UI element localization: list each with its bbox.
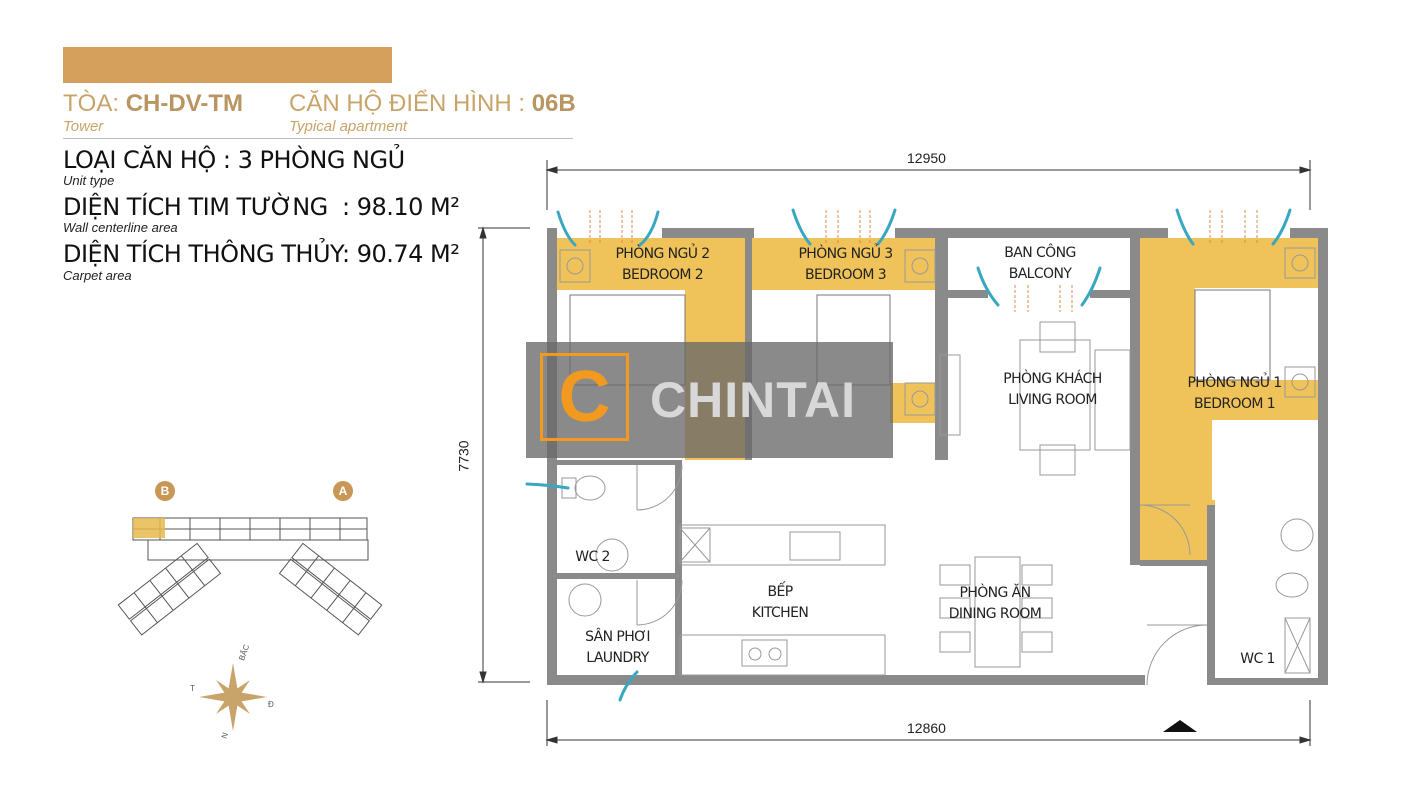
unit-type-en: Unit type	[63, 173, 115, 188]
apartment-en: Typical apartment	[289, 118, 408, 135]
room-wc-2: WC 2	[575, 549, 610, 565]
wall-area-en: Wall centerline area	[63, 220, 178, 235]
room-wc-1: WC 1	[1240, 651, 1275, 667]
compass-west: T	[190, 684, 195, 693]
carpet-area-value: : 90.74 M²	[342, 240, 460, 268]
compass-east: Đ	[268, 700, 274, 709]
wall-area-label: DIỆN TÍCH TIM TƯỜNG	[63, 193, 328, 221]
apartment-heading: CĂN HỘ ĐIỂN HÌNH : 06B	[289, 90, 576, 118]
watermark-text: CHINTAI	[650, 372, 857, 428]
tower-en: Tower	[63, 118, 104, 135]
watermark-logo-letter: C	[558, 357, 611, 437]
dimension-top: 12950	[907, 150, 946, 166]
marker-a: A	[333, 481, 353, 501]
watermark-logo-box	[540, 353, 629, 441]
header-bar	[63, 47, 392, 83]
header-divider	[63, 138, 573, 139]
compass-rose-icon	[199, 663, 267, 731]
carpet-area-en: Carpet area	[63, 268, 132, 283]
marker-b: B	[155, 481, 175, 501]
watermark: C CHINTAI	[526, 342, 893, 458]
highlighted-unit	[133, 518, 165, 538]
tower-value: CH-DV-TM	[125, 90, 244, 117]
wall-area-value: : 98.10 M²	[342, 193, 460, 221]
unit-type: LOẠI CĂN HỘ : 3 PHÒNG NGỦ	[63, 146, 405, 174]
tower-label: TÒA:	[63, 90, 120, 117]
dimension-left: 7730	[455, 440, 472, 472]
entrance-marker-icon	[1163, 720, 1197, 732]
dimension-bottom: 12860	[907, 720, 946, 736]
tower-heading: TÒA: CH-DV-TM	[63, 90, 243, 118]
apartment-value: 06B	[531, 90, 576, 117]
carpet-area-label: DIỆN TÍCH THÔNG THỦY	[63, 240, 345, 268]
apartment-label: CĂN HỘ ĐIỂN HÌNH :	[289, 90, 526, 117]
